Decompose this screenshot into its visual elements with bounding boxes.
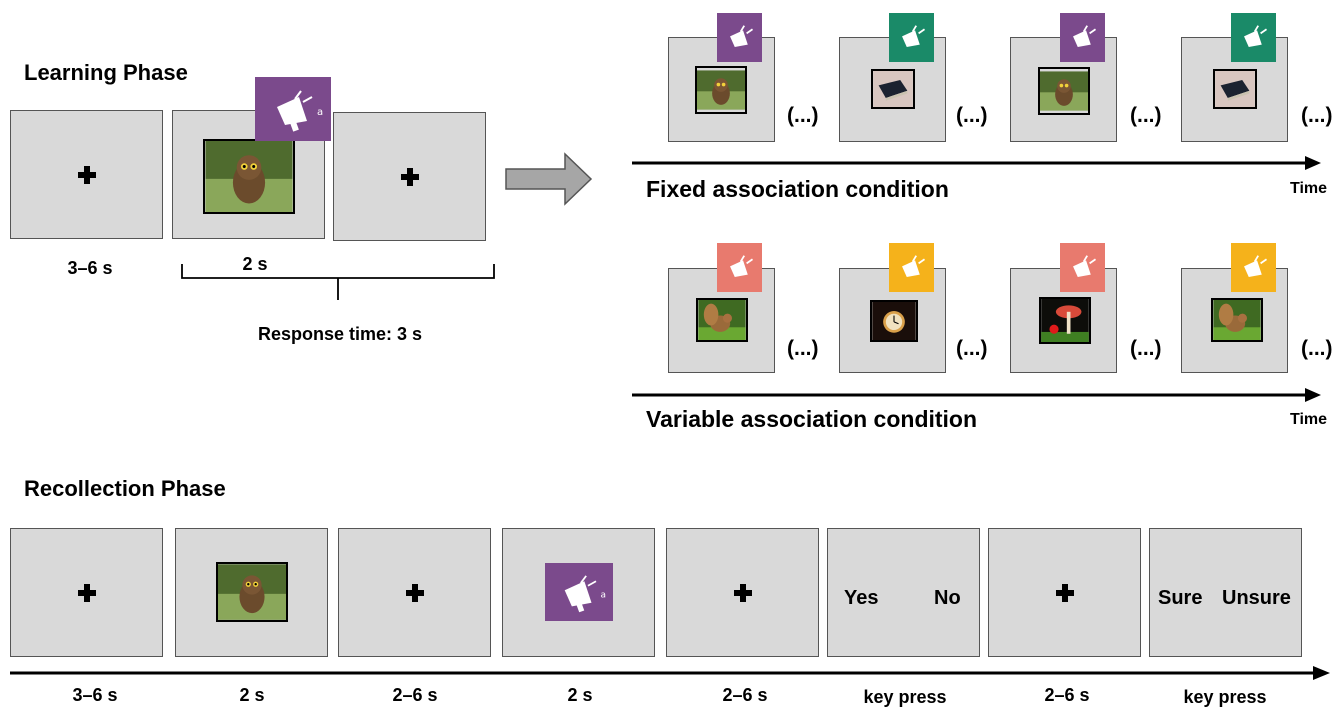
recollection-sound-screen: a <box>502 528 655 657</box>
speaker-icon: a <box>545 563 613 621</box>
speaker-icon <box>717 243 762 292</box>
speaker-icon <box>889 243 934 292</box>
learning-fixation-screen <box>10 110 163 239</box>
ellipsis: (...) <box>1130 104 1162 127</box>
fixation-cross-icon <box>78 166 96 184</box>
yes-no-screen: Yes No <box>827 528 980 657</box>
ellipsis: (...) <box>787 337 819 360</box>
yes-option: Yes <box>844 587 879 609</box>
speaker-icon: a <box>255 77 331 141</box>
svg-text:a: a <box>317 107 323 118</box>
sure-option: Sure <box>1158 587 1203 609</box>
recollection-fixation-4 <box>988 528 1141 657</box>
recollection-image-screen <box>175 528 328 657</box>
recollection-time-arrow <box>10 666 1330 680</box>
speaker-icon <box>1231 13 1276 62</box>
squirrel-image <box>696 298 748 342</box>
svg-text:a: a <box>600 590 605 600</box>
recollection-duration-2: 2 s <box>239 685 265 705</box>
speaker-icon <box>717 13 762 62</box>
unsure-option: Unsure <box>1222 587 1291 609</box>
recollection-duration-4: 2 s <box>567 685 593 705</box>
recollection-phase-title: Recollection Phase <box>24 476 226 501</box>
ellipsis: (...) <box>956 337 988 360</box>
book-image <box>871 69 915 109</box>
no-option: No <box>934 587 961 609</box>
recollection-duration-1: 3–6 s <box>72 685 118 705</box>
learning-fixation-screen-2 <box>333 112 486 241</box>
recollection-fixation-1 <box>10 528 163 657</box>
speaker-icon <box>1060 13 1105 62</box>
fixation-cross-icon <box>734 584 752 602</box>
recollection-fixation-3 <box>666 528 819 657</box>
book-image <box>1213 69 1257 109</box>
recollection-duration-8: key press <box>1183 687 1267 707</box>
time-label: Time <box>1290 411 1328 428</box>
ellipsis: (...) <box>1130 337 1162 360</box>
fixation-cross-icon <box>78 584 96 602</box>
fixation-cross-icon <box>406 584 424 602</box>
response-bracket <box>181 264 495 300</box>
ellipsis: (...) <box>787 104 819 127</box>
speaker-icon <box>1231 243 1276 292</box>
learning-phase-title: Learning Phase <box>24 60 188 85</box>
learning-duration-1: 3–6 s <box>67 258 113 278</box>
arrow-right-icon <box>505 152 593 206</box>
learning-duration-2: 2 s <box>242 254 268 274</box>
recollection-duration-3: 2–6 s <box>392 685 438 705</box>
sure-unsure-screen: Sure Unsure <box>1149 528 1302 657</box>
fixed-condition-label: Fixed association condition <box>646 176 949 202</box>
variable-condition-label: Variable association condition <box>646 406 978 432</box>
ellipsis: (...) <box>1301 337 1333 360</box>
fixed-time-arrow <box>632 156 1321 170</box>
fixation-cross-icon <box>1056 584 1074 602</box>
owl-image <box>216 562 288 622</box>
speaker-icon <box>1060 243 1105 292</box>
recollection-fixation-2 <box>338 528 491 657</box>
ellipsis: (...) <box>1301 104 1333 127</box>
squirrel-image <box>1211 298 1263 342</box>
clock-image <box>870 300 918 342</box>
mushroom-image <box>1039 297 1091 344</box>
variable-time-arrow <box>632 388 1321 402</box>
owl-image <box>695 66 747 114</box>
response-time-label: Response time: 3 s <box>257 324 423 344</box>
recollection-duration-5: 2–6 s <box>722 685 768 705</box>
time-label: Time <box>1290 180 1328 197</box>
variable-trial-4 <box>1181 268 1288 373</box>
ellipsis: (...) <box>956 104 988 127</box>
speaker-icon <box>889 13 934 62</box>
recollection-duration-6: key press <box>863 687 947 707</box>
recollection-duration-7: 2–6 s <box>1044 685 1090 705</box>
fixation-cross-icon <box>401 168 419 186</box>
owl-image <box>203 139 295 214</box>
owl-image <box>1038 67 1090 115</box>
